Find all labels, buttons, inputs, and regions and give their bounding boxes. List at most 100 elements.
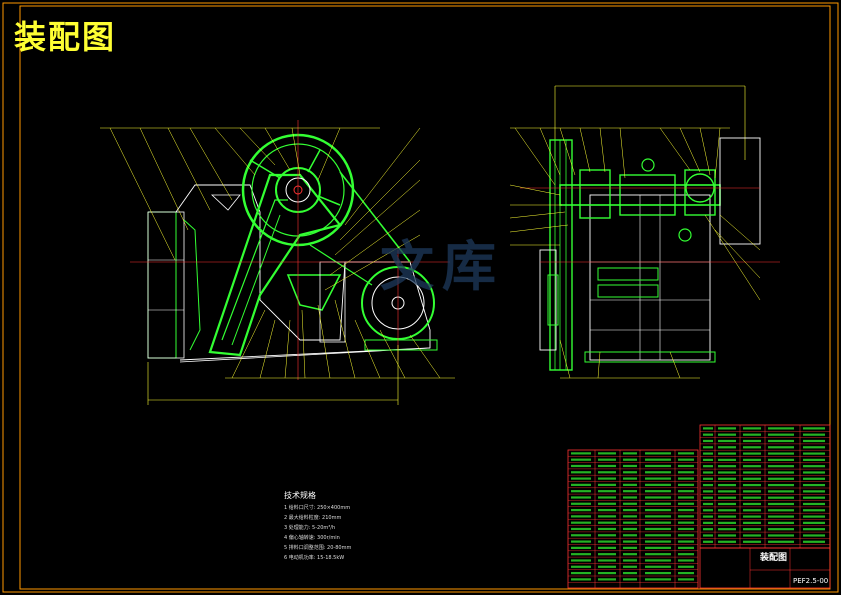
table-cell-text (623, 508, 637, 512)
table-cell-text (678, 521, 694, 524)
table-cell-text (623, 546, 637, 549)
table-cell-text (768, 483, 794, 487)
table-cell-text (718, 446, 736, 449)
table-cell-text (571, 490, 591, 493)
table-cell-text (645, 508, 671, 512)
table-cell-text (623, 527, 637, 531)
table-cell-text (703, 521, 713, 524)
table-cell-text (623, 571, 637, 575)
table-cell-text (703, 471, 713, 474)
table-cell-text (645, 578, 671, 581)
table-cell-text (803, 477, 825, 480)
table-cell-text (678, 534, 694, 537)
table-cell-text (743, 502, 761, 506)
table-cell-text (768, 471, 794, 474)
table-cell-text (718, 509, 736, 512)
table-cell-text (678, 578, 694, 581)
table-cell-text (623, 471, 637, 474)
parts-list-table (567, 424, 831, 589)
table-cell-text (718, 496, 736, 499)
title-block-drawing-code: PEF2.5-00 (793, 577, 829, 585)
table-cell-text (768, 490, 794, 493)
table-cell-text (703, 528, 713, 531)
table-cell-text (623, 565, 637, 568)
table-cell-text (598, 559, 616, 562)
table-cell-text (598, 553, 616, 556)
table-cell-text (743, 515, 761, 518)
table-cell-text (803, 534, 825, 537)
table-cell-text (743, 465, 761, 468)
table-cell-text (645, 553, 671, 556)
table-cell-text (718, 465, 736, 468)
table-cell-text (571, 521, 591, 524)
table-cell-text (743, 477, 761, 480)
table-cell-text (678, 553, 694, 556)
front-view (100, 120, 455, 405)
table-cell-text (768, 452, 794, 455)
table-cell-text (718, 452, 736, 455)
table-cell-text (743, 458, 761, 461)
table-cell-text (678, 515, 694, 518)
table-cell-text (703, 502, 713, 506)
table-cell-text (678, 571, 694, 575)
table-cell-text (803, 521, 825, 524)
table-cell-text (803, 496, 825, 499)
table-cell-text (803, 446, 825, 449)
table-cell-text (703, 458, 713, 461)
table-cell-text (645, 477, 671, 480)
table-cell-text (703, 490, 713, 493)
table-cell-text (571, 515, 591, 518)
table-cell-text (718, 515, 736, 518)
table-cell-text (623, 452, 637, 455)
table-cell-text (571, 464, 591, 468)
table-cell-text (718, 528, 736, 531)
table-cell-text (768, 521, 794, 524)
table-cell-text (803, 502, 825, 506)
table-cell-text (703, 477, 713, 480)
table-cell-text (645, 502, 671, 505)
table-cell-text (623, 483, 637, 486)
table-cell-text (571, 471, 591, 474)
table-cell-text (623, 515, 637, 518)
table-cell-text (803, 465, 825, 468)
table-cell-text (598, 477, 616, 480)
table-cell-text (598, 571, 616, 575)
table-cell-text (768, 465, 794, 468)
table-cell-text (598, 483, 616, 486)
table-cell-text (645, 458, 671, 461)
table-cell-text (645, 464, 671, 468)
table-cell-text (645, 546, 671, 549)
table-cell-text (703, 465, 713, 468)
table-cell-text (571, 458, 591, 461)
table-cell-text (645, 521, 671, 524)
table-cell-text (703, 446, 713, 449)
table-cell-text (718, 433, 736, 436)
table-cell-text (768, 446, 794, 449)
table-cell-text (803, 433, 825, 436)
table-cell-text (768, 540, 794, 543)
table-cell-text (768, 433, 794, 436)
drawing-title: 装配图 (14, 18, 117, 56)
table-cell-text (743, 427, 761, 430)
table-cell-text (718, 521, 736, 524)
table-cell-text (703, 427, 713, 430)
table-cell-text (703, 534, 713, 537)
tech-item: 4 偏心轴转速: 300r/min (284, 535, 340, 541)
table-cell-text (743, 439, 761, 443)
table-cell-text (598, 496, 616, 499)
table-cell-text (703, 496, 713, 499)
table-cell-text (598, 578, 616, 581)
table-cell-text (645, 515, 671, 518)
table-cell-text (718, 477, 736, 480)
table-cell-text (803, 509, 825, 512)
table-cell-text (571, 502, 591, 505)
table-cell-text (645, 490, 671, 493)
tech-item: 2 最大给料粒度: 210mm (284, 515, 342, 521)
table-cell-text (678, 496, 694, 499)
table-cell-text (703, 483, 713, 487)
table-cell-text (678, 502, 694, 505)
table-cell-text (768, 502, 794, 506)
table-cell-text (678, 471, 694, 474)
table-cell-text (598, 490, 616, 493)
